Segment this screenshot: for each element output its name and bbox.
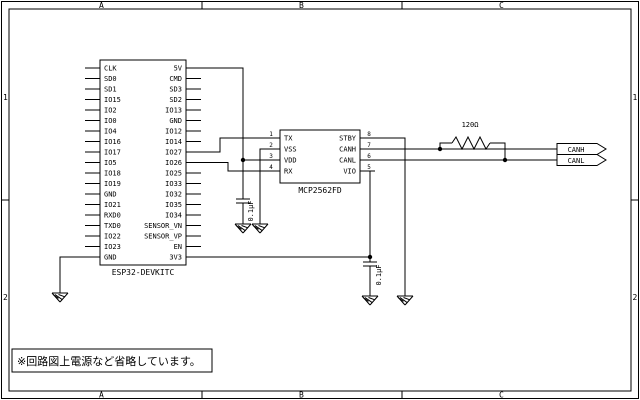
pin-label: IO25 xyxy=(165,170,182,178)
pin-number: 5 xyxy=(367,164,371,171)
pin-label: 5V xyxy=(174,65,183,73)
mcp-reference-label: MCP2562FD xyxy=(298,186,342,195)
pin-label: IO4 xyxy=(104,128,117,136)
pin-label: CLK xyxy=(104,65,117,73)
schematic-note: ※回路図上電源など省略しています。 xyxy=(11,348,213,373)
pin-label: CANH xyxy=(339,146,356,154)
pin-label: SD3 xyxy=(169,86,182,94)
pin-label: IO18 xyxy=(104,170,121,178)
frame-col-b-bottom: B xyxy=(299,391,304,400)
pin-label: IO0 xyxy=(104,117,117,125)
pin-label: GND xyxy=(169,117,182,125)
resistor-120ohm[interactable]: 120Ω xyxy=(439,121,506,160)
esp32-right-pin-labels: 5V CMD SD3 SD2 IO13 GND IO12 IO14 IO27 I… xyxy=(144,65,183,262)
pin-label: SD2 xyxy=(169,96,182,104)
net-flag-label: CANL xyxy=(568,157,585,165)
pin-label: VSS xyxy=(284,146,297,154)
frame-row-1-right: 1 xyxy=(633,93,638,102)
wires[interactable] xyxy=(59,67,557,296)
pin-label: IO16 xyxy=(104,138,121,146)
pin-label: IO15 xyxy=(104,96,121,104)
mcp-right-pin-numbers: 8 7 6 5 xyxy=(367,131,371,171)
resistor-value-label: 120Ω xyxy=(462,121,479,129)
frame-row-2-right: 2 xyxy=(633,293,638,302)
pin-label: IO35 xyxy=(165,201,182,209)
frame-col-a-top: A xyxy=(99,1,104,10)
pin-label: GND xyxy=(104,191,117,199)
pin-label: SD1 xyxy=(104,86,117,94)
pin-label: IO14 xyxy=(165,138,182,146)
net-flag-canh[interactable]: CANH xyxy=(556,143,607,155)
pin-label: CMD xyxy=(169,75,182,83)
pin-label: RX xyxy=(284,168,293,176)
pin-label: EN xyxy=(174,243,182,251)
frame-col-b-top: B xyxy=(299,1,304,10)
pin-label: IO27 xyxy=(165,149,182,157)
pin-number: 7 xyxy=(367,142,371,149)
pin-label: IO33 xyxy=(165,180,182,188)
pin-label: IO5 xyxy=(104,159,117,167)
pin-label: VDD xyxy=(284,157,297,165)
frame-col-c-top: C xyxy=(499,1,504,10)
mcp-left-pin-labels: TX VSS VDD RX xyxy=(284,135,297,176)
pin-label: IO17 xyxy=(104,149,121,157)
net-flag-label: CANH xyxy=(568,146,585,154)
pin-label: SENSOR_VN xyxy=(144,222,182,230)
capacitor-value-label: 0.1µF xyxy=(375,264,383,285)
pin-label: RXD0 xyxy=(104,212,121,220)
esp32-component[interactable]: CLK SD0 SD1 IO15 IO2 IO0 IO4 IO16 IO17 I… xyxy=(85,59,201,277)
pin-label: GND xyxy=(104,254,117,262)
pin-label: CANL xyxy=(339,157,356,165)
pin-number: 2 xyxy=(269,142,273,149)
pin-label: VIO xyxy=(343,168,356,176)
esp32-left-pin-stubs xyxy=(85,67,100,258)
note-text: ※回路図上電源など省略しています。 xyxy=(17,354,201,368)
pin-label: IO2 xyxy=(104,107,117,115)
pin-label: STBY xyxy=(339,135,357,143)
net-flag-canl[interactable]: CANL xyxy=(556,154,607,166)
frame-row-2-left: 2 xyxy=(3,293,8,302)
pin-label: SENSOR_VP xyxy=(144,233,182,241)
pin-label: IO13 xyxy=(165,107,182,115)
esp32-left-pin-labels: CLK SD0 SD1 IO15 IO2 IO0 IO4 IO16 IO17 I… xyxy=(104,65,121,262)
pin-number: 3 xyxy=(269,153,273,160)
capacitor-c1[interactable]: 0.1µF xyxy=(236,198,255,222)
pin-label: IO23 xyxy=(104,243,121,251)
pin-number: 8 xyxy=(367,131,371,138)
pin-label: IO34 xyxy=(165,212,182,220)
pin-number: 4 xyxy=(269,164,273,171)
pin-number: 1 xyxy=(269,131,273,138)
frame-col-c-bottom: C xyxy=(499,391,504,400)
pin-label: IO32 xyxy=(165,191,182,199)
pin-label: IO19 xyxy=(104,180,121,188)
frame-col-a-bottom: A xyxy=(99,391,104,400)
frame-row-1-left: 1 xyxy=(3,93,8,102)
pin-label: IO21 xyxy=(104,201,121,209)
pin-label: SD0 xyxy=(104,75,117,83)
pin-label: IO22 xyxy=(104,233,121,241)
pin-label: 3V3 xyxy=(169,254,182,262)
pin-number: 6 xyxy=(367,153,371,160)
pin-label: IO26 xyxy=(165,159,182,167)
capacitor-c2[interactable]: 0.1µF xyxy=(363,261,383,286)
mcp-left-pin-numbers: 1 2 3 4 xyxy=(269,131,273,171)
pin-label: TX xyxy=(284,135,293,143)
capacitor-value-label: 0.1µF xyxy=(247,200,255,221)
pin-label: TXD0 xyxy=(104,222,121,230)
esp32-reference-label: ESP32-DEVKITC xyxy=(112,268,175,277)
pin-label: IO12 xyxy=(165,128,182,136)
mcp-right-pin-labels: STBY CANH CANL VIO xyxy=(339,135,357,176)
